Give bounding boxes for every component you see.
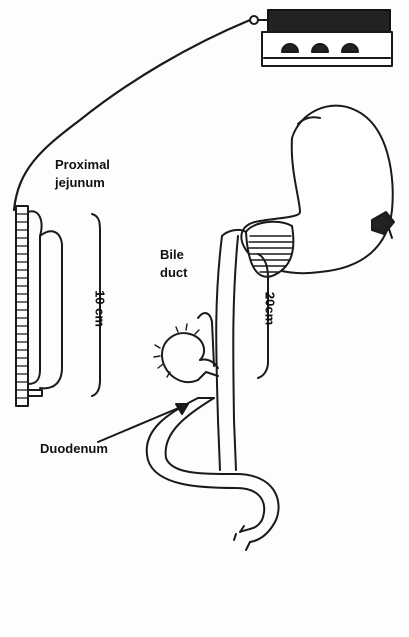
jejunal-segment — [16, 206, 28, 406]
proximal-jejunum-label-line1: Proximal — [55, 156, 110, 173]
intestinal-limb — [216, 236, 222, 470]
duodenum-arrow — [98, 404, 188, 442]
proximal-jejunum-label-line2: jejunum — [55, 174, 105, 191]
infusion-pump-icon — [250, 10, 392, 66]
twenty-cm-label: 20cm — [262, 289, 279, 329]
bile-duct-label-line2: duct — [160, 264, 187, 281]
feeding-tube — [14, 20, 250, 210]
duodenum-label: Duodenum — [40, 440, 108, 457]
duodenum-loop — [147, 398, 264, 532]
bile-duct-label-line1: Bile — [160, 246, 184, 263]
ten-cm-label: 10 cm — [92, 289, 109, 329]
